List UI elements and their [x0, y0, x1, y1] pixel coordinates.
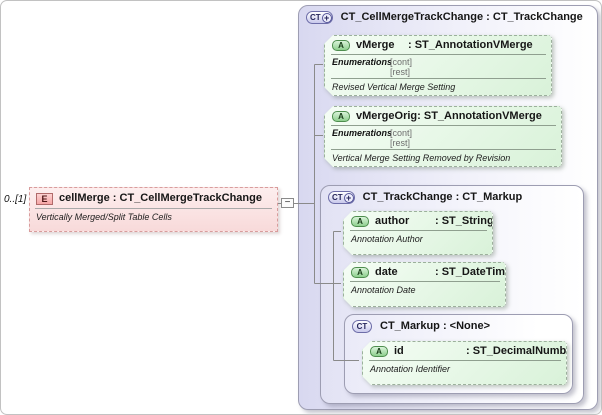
- attribute-node-vmergeorig[interactable]: A vMergeOrig : ST_AnnotationVMerge Enume…: [324, 106, 562, 167]
- enumerations-label: Enumerations: [332, 128, 393, 138]
- complextype-container-ct-markup[interactable]: CT CT_Markup : <None> A id : ST_DecimalN…: [344, 314, 573, 394]
- attribute-icon: A: [351, 216, 369, 227]
- attribute-name: vMerge: [356, 39, 395, 51]
- complextype-container-ct-cellmergetrackchange[interactable]: CT + CT_CellMergeTrackChange : CT_TrackC…: [298, 5, 598, 410]
- attribute-type: : ST_AnnotationVMerge: [417, 110, 542, 122]
- enum-value: [cont]: [390, 57, 413, 67]
- enum-value: [rest]: [390, 138, 411, 148]
- enum-value: [rest]: [390, 67, 411, 77]
- collapse-toggle-icon[interactable]: −: [281, 198, 294, 208]
- divider: [350, 230, 487, 231]
- attribute-node-author[interactable]: A author : ST_String Annotation Author: [343, 211, 493, 255]
- attribute-node-vmerge[interactable]: A vMerge : ST_AnnotationVMerge Enumerati…: [324, 35, 552, 96]
- attribute-annotation: Revised Vertical Merge Setting: [332, 82, 456, 92]
- complextype-icon: CT +: [306, 11, 333, 24]
- occurrence-label: 0..[1]: [4, 194, 27, 205]
- attribute-annotation: Annotation Date: [351, 285, 416, 295]
- divider: [35, 208, 272, 209]
- enumerations-label: Enumerations: [332, 57, 393, 67]
- complextype-container-ct-trackchange[interactable]: CT + CT_TrackChange : CT_Markup A author…: [320, 185, 584, 404]
- plus-icon: +: [343, 192, 354, 203]
- attribute-annotation: Annotation Identifier: [370, 364, 451, 374]
- attribute-icon: A: [370, 346, 388, 357]
- complextype-title: CT_TrackChange : CT_Markup: [362, 191, 523, 203]
- complextype-header: CT CT_Markup : <None>: [345, 315, 572, 337]
- attribute-node-id[interactable]: A id : ST_DecimalNumber Annotation Ident…: [362, 341, 567, 385]
- element-name: cellMerge: [59, 192, 110, 204]
- attribute-type: : ST_DecimalNumber: [466, 345, 567, 357]
- attribute-header: A date : ST_DateTime: [344, 263, 505, 281]
- enumerations-row: Enumerations [cont] [rest]: [325, 126, 561, 149]
- enum-value: [cont]: [390, 128, 413, 138]
- complextype-icon: CT: [352, 320, 372, 333]
- ct-icon-label: CT: [310, 13, 321, 22]
- attribute-annotation: Vertical Merge Setting Removed by Revisi…: [332, 153, 511, 163]
- element-header: E cellMerge : CT_CellMergeTrackChange: [30, 188, 277, 208]
- element-node-cellmerge[interactable]: E cellMerge : CT_CellMergeTrackChange Ve…: [29, 187, 278, 232]
- attribute-header: A vMergeOrig : ST_AnnotationVMerge: [325, 107, 561, 125]
- ct-icon-label: CT: [356, 322, 368, 331]
- attribute-icon: A: [332, 40, 350, 51]
- complextype-header: CT + CT_CellMergeTrackChange : CT_TrackC…: [299, 6, 597, 28]
- attribute-name: id: [394, 345, 404, 357]
- attribute-header: A author : ST_String: [344, 212, 492, 230]
- attribute-name: date: [375, 266, 398, 278]
- attribute-header: A vMerge : ST_AnnotationVMerge: [325, 36, 551, 54]
- complextype-header: CT + CT_TrackChange : CT_Markup: [321, 186, 583, 208]
- element-annotation: Vertically Merged/Split Table Cells: [36, 212, 172, 222]
- attribute-node-date[interactable]: A date : ST_DateTime Annotation Date: [343, 262, 506, 307]
- divider: [331, 125, 556, 126]
- divider: [369, 360, 561, 361]
- element-type: : CT_CellMergeTrackChange: [109, 192, 262, 204]
- element-icon: E: [36, 192, 53, 205]
- attribute-name: vMergeOrig: [356, 110, 418, 122]
- attribute-icon: A: [332, 111, 350, 122]
- complextype-icon: CT +: [328, 191, 355, 204]
- attribute-annotation: Annotation Author: [351, 234, 423, 244]
- plus-icon: +: [321, 12, 332, 23]
- divider: [331, 149, 556, 150]
- attribute-name: author: [375, 215, 410, 227]
- complextype-title: CT_CellMergeTrackChange : CT_TrackChange: [340, 11, 583, 23]
- ct-icon-label: CT: [332, 193, 343, 202]
- attribute-type: : ST_String: [435, 215, 493, 227]
- complextype-title: CT_Markup : <None>: [380, 320, 491, 332]
- divider: [331, 78, 546, 79]
- attribute-icon: A: [351, 267, 369, 278]
- enumerations-row: Enumerations [cont] [rest]: [325, 55, 551, 78]
- divider: [331, 54, 546, 55]
- divider: [350, 281, 500, 282]
- attribute-type: : ST_AnnotationVMerge: [408, 39, 533, 51]
- attribute-header: A id : ST_DecimalNumber: [363, 342, 566, 360]
- attribute-type: : ST_DateTime: [435, 266, 506, 278]
